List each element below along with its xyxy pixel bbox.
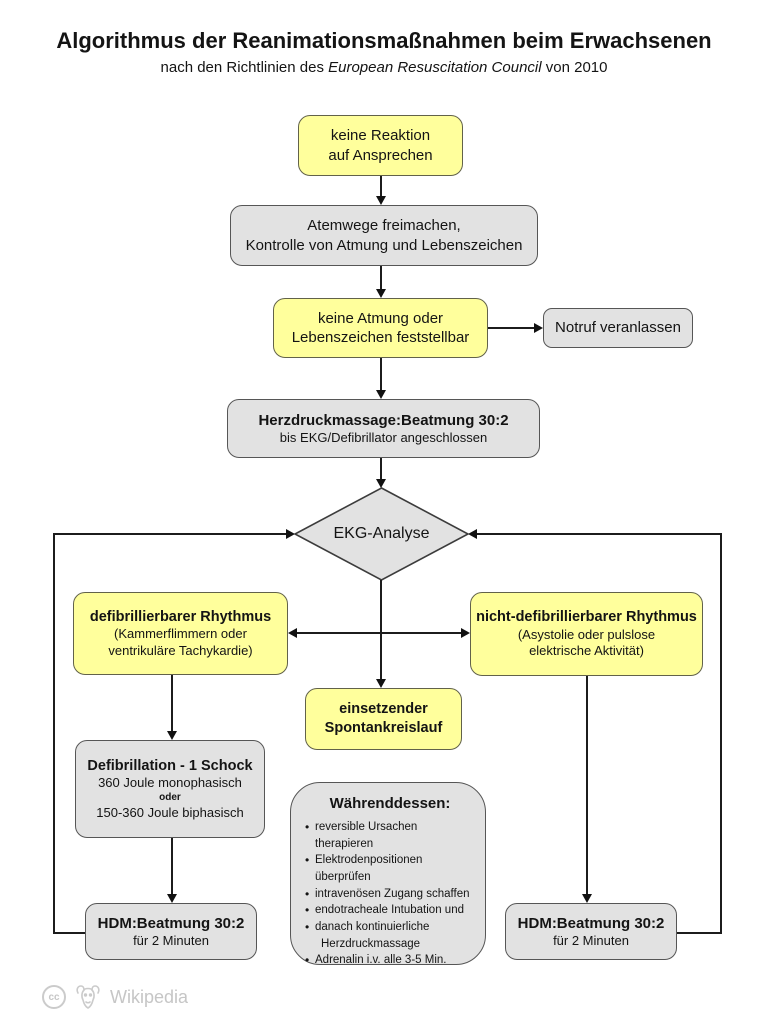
arrowhead-down [376, 479, 386, 488]
node-defibrillation: Defibrillation - 1 Schock 360 Joule mono… [75, 740, 265, 838]
page-subtitle: nach den Richtlinien des European Resusc… [0, 59, 768, 76]
connector-line [380, 580, 382, 679]
during-item: intravenösen Zugang schaffen [305, 886, 475, 903]
connector-line [53, 932, 85, 934]
node-cpr-30-2: Herzdruckmassage:Beatmung 30:2 bis EKG/D… [227, 399, 540, 458]
node-text: Kontrolle von Atmung und Lebenszeichen [245, 236, 523, 254]
node-text: Lebenszeichen feststellbar [291, 329, 470, 346]
arrowhead-down [376, 679, 386, 688]
node-cpr-right: HDM:Beatmung 30:2 für 2 Minuten [505, 903, 677, 960]
connector-line [380, 458, 382, 479]
node-text: für 2 Minuten [553, 932, 629, 948]
subtitle-italic: European Resuscitation Council [328, 59, 542, 76]
arrowhead-down [582, 894, 592, 903]
connector-line [677, 932, 722, 934]
node-ecg-analysis: EKG-Analyse [293, 486, 470, 582]
arrowhead-down [376, 196, 386, 205]
connector-line [380, 176, 382, 197]
connector-line [53, 533, 55, 934]
node-text: Notruf veranlassen [555, 319, 681, 337]
connector-line [477, 533, 722, 535]
during-item: Elektrodenpositionen überprüfen [305, 852, 475, 885]
node-text: keine Reaktion [330, 127, 431, 145]
node-text: für 2 Minuten [133, 932, 209, 948]
node-text: Defibrillation - 1 Schock [87, 757, 253, 774]
during-item-continuation: Herzdruckmassage [321, 937, 421, 950]
connector-line [171, 675, 173, 731]
node-during: Währenddessen: reversible Ursachen thera… [290, 782, 486, 969]
arrowhead-down [376, 390, 386, 399]
node-text: bis EKG/Defibrillator angeschlossen [279, 429, 488, 445]
during-item: Adrenalin i.v. alle 3-5 Min. [305, 952, 475, 969]
node-no-reaction: keine Reaktion auf Ansprechen [298, 115, 463, 176]
arrowhead-down [167, 894, 177, 903]
arrowhead-down [167, 731, 177, 740]
gnu-icon [76, 985, 100, 1009]
arrowhead-left [468, 529, 477, 539]
node-airway: Atemwege freimachen, Kontrolle von Atmun… [230, 205, 538, 266]
node-text: (Asystolie oder pulslose [517, 626, 656, 642]
node-text: EKG-Analyse [333, 525, 430, 542]
connector-line [53, 533, 286, 535]
node-shockable-rhythm: defibrillierbarer Rhythmus (Kammerflimme… [73, 592, 288, 675]
node-title: Währenddessen: [329, 795, 451, 812]
node-text: 150-360 Joule biphasisch [96, 804, 244, 820]
node-non-shockable-rhythm: nicht-defibrillierbarer Rhythmus (Asysto… [470, 592, 703, 676]
node-no-breathing: keine Atmung oder Lebenszeichen feststel… [273, 298, 488, 358]
node-cpr-left: HDM:Beatmung 30:2 für 2 Minuten [85, 903, 257, 960]
during-item: reversible Ursachen therapieren [305, 819, 475, 852]
subtitle-suffix: von 2010 [541, 59, 608, 76]
node-emergency-call: Notruf veranlassen [543, 308, 693, 348]
arrowhead-right [286, 529, 295, 539]
node-text: Herzdruckmassage:Beatmung 30:2 [258, 411, 509, 429]
connector-line [380, 358, 382, 390]
arrowhead-right [461, 628, 470, 638]
page-title: Algorithmus der Reanimationsmaßnahmen be… [56, 28, 712, 53]
subtitle-prefix: nach den Richtlinien des [160, 59, 329, 76]
during-item: endotracheale Intubation und [305, 902, 475, 919]
during-item: danach kontinuierliche [305, 919, 475, 936]
node-text: auf Ansprechen [328, 146, 433, 164]
connector-line [297, 632, 461, 634]
node-text: HDM:Beatmung 30:2 [517, 914, 665, 932]
arrowhead-left [288, 628, 297, 638]
wikipedia-label: Wikipedia [110, 986, 189, 1007]
node-text: elektrische Aktivität) [529, 643, 644, 659]
connector-line [488, 327, 534, 329]
arrowhead-right [534, 323, 543, 333]
node-text: oder [159, 791, 181, 803]
node-text: HDM:Beatmung 30:2 [97, 914, 245, 932]
node-text: nicht-defibrillierbarer Rhythmus [476, 609, 697, 626]
node-text: keine Atmung oder [317, 309, 444, 327]
node-text: Atemwege freimachen, [307, 217, 461, 235]
node-text: 360 Joule monophasisch [98, 775, 242, 791]
connector-line [380, 266, 382, 289]
connector-line [720, 533, 722, 934]
node-text: ventrikuläre Tachykardie) [108, 642, 253, 658]
node-text: defibrillierbarer Rhythmus [89, 608, 272, 625]
node-text: Spontankreislauf [324, 720, 443, 736]
connector-line [586, 676, 588, 894]
node-text: einsetzender [339, 701, 428, 718]
footer: cc Wikipedia [42, 982, 188, 1012]
arrowhead-down [376, 289, 386, 298]
creative-commons-icon: cc [42, 985, 66, 1009]
node-rosc: einsetzender Spontankreislauf [305, 688, 462, 750]
connector-line [171, 838, 173, 894]
node-text: (Kammerflimmern oder [114, 626, 247, 642]
